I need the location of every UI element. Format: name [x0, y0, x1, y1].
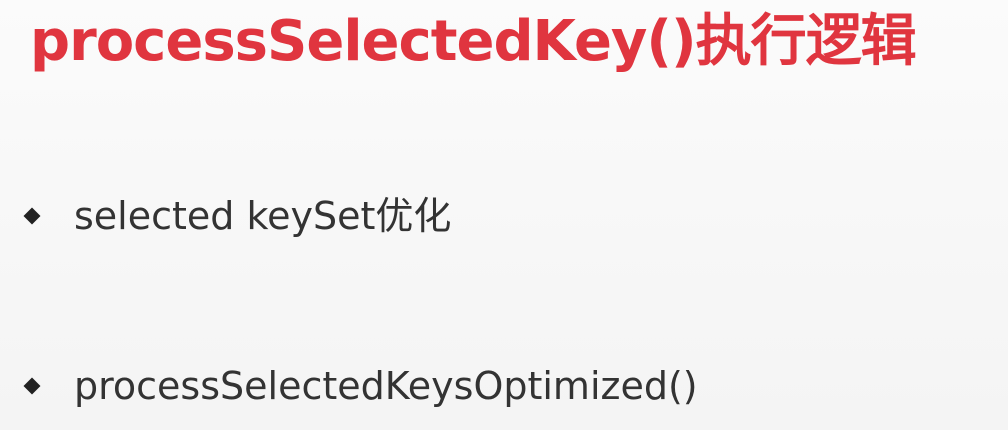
- bullet-item: selected keySet优化: [20, 188, 451, 244]
- diamond-bullet-icon: [23, 377, 41, 395]
- slide-title: processSelectedKey()执行逻辑: [30, 9, 917, 74]
- bullet-text: selected keySet优化: [74, 194, 452, 238]
- bullet-item: processSelectedKeysOptimized(): [20, 358, 698, 414]
- bullet-text: processSelectedKeysOptimized(): [74, 364, 698, 408]
- diamond-bullet-icon: [23, 207, 41, 225]
